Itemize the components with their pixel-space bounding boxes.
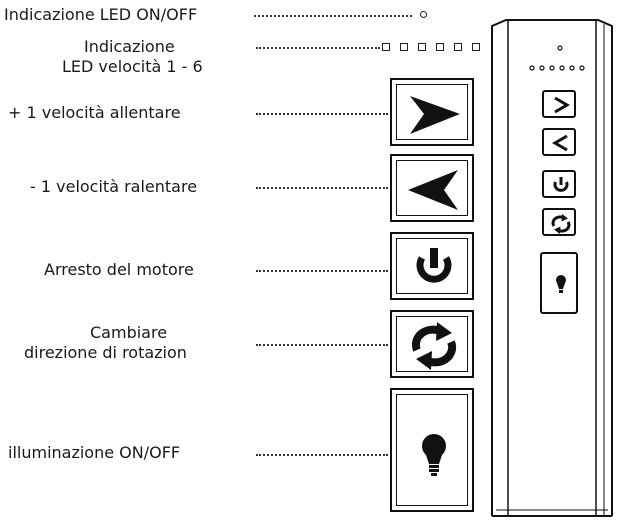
leader-direction [256,344,388,346]
leader-speed-down [256,187,388,189]
label-motor-stop: Arresto del motore [44,260,194,279]
chevron-left-icon [552,134,568,152]
speed-down-button[interactable] [390,154,474,222]
remote-led-speed-3 [549,65,555,71]
chevron-right-icon [554,96,570,114]
leader-led-speed [256,47,380,49]
label-led-speed-line2: LED velocità 1 - 6 [62,57,203,76]
remote-led-speed-2 [539,65,545,71]
remote-body [491,19,613,517]
rotate-icon [411,322,457,370]
remote-speed-down-button[interactable] [542,128,576,156]
light-bulb-icon [556,275,566,293]
label-light: illuminazione ON/OFF [8,443,181,462]
power-icon [553,177,569,192]
label-direction-line1: Cambiare [90,323,168,342]
label-speed-up: + 1 velocità allentare [8,103,181,122]
remote-speed-up-button[interactable] [542,90,576,118]
label-led-speed-line1: Indicazione [84,37,175,56]
led-speed-4 [436,43,444,51]
led-speed-5 [454,43,462,51]
leader-speed-up [256,113,388,115]
leader-light [256,454,388,456]
label-speed-down: - 1 velocità ralentare [30,177,198,196]
remote-led-speed-4 [559,65,565,71]
led-speed-6 [472,43,480,51]
leader-motor-stop [256,270,388,272]
power-icon [416,248,452,283]
led-speed-1 [382,43,390,51]
remote-led-speed-1 [529,65,535,71]
remote-control [486,18,618,518]
speed-up-button[interactable] [390,78,474,146]
led-on-off-indicator [420,11,427,18]
remote-led-on-off [557,45,563,51]
led-speed-3 [418,43,426,51]
led-speed-2 [400,43,408,51]
remote-led-speed-5 [569,65,575,71]
remote-led-speed-6 [579,65,585,71]
label-direction-line2: direzione di rotazion [24,343,187,362]
leader-led-on-off [254,15,412,17]
label-led-on-off: Indicazione LED ON/OFF [4,5,198,24]
light-bulb-icon [422,434,446,476]
remote-motor-stop-button[interactable] [542,170,576,198]
rotate-icon [551,214,571,234]
light-button[interactable] [390,388,474,512]
remote-led-indicators [529,45,585,71]
remote-direction-button[interactable] [542,208,576,236]
direction-button[interactable] [390,310,474,378]
arrow-left-icon [408,170,458,210]
remote-light-button[interactable] [540,252,578,314]
arrow-right-icon [410,96,460,134]
motor-stop-button[interactable] [390,232,474,300]
